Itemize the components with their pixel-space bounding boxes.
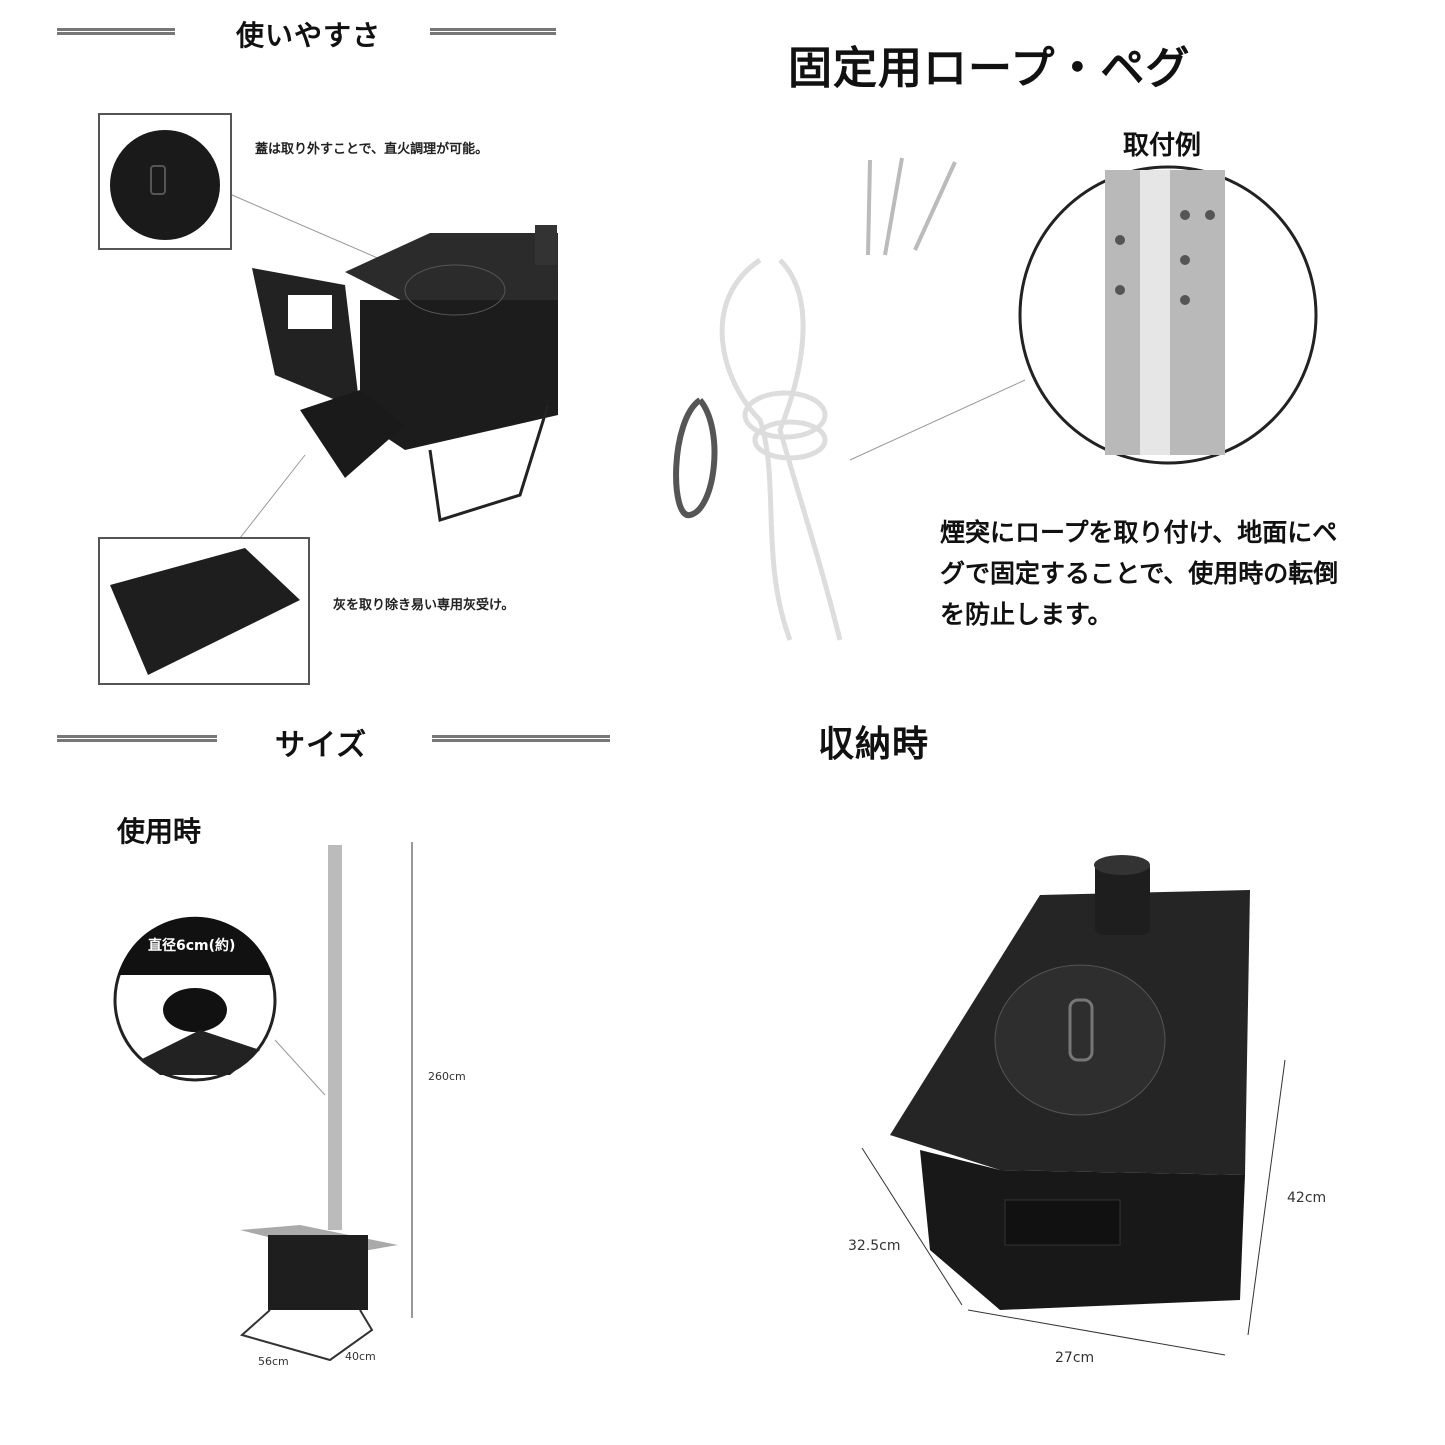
size-heading: サイズ bbox=[275, 728, 368, 763]
storage-heading: 収納時 bbox=[818, 724, 930, 765]
rope-peg-heading: 固定用ロープ・ペグ bbox=[788, 43, 1191, 94]
ash-caption: 灰を取り除き易い専用灰受け。 bbox=[333, 598, 515, 613]
storage-width: 27cm bbox=[1055, 1350, 1095, 1366]
storage-depth: 32.5cm bbox=[848, 1238, 901, 1254]
size-rule-left bbox=[57, 735, 217, 742]
in-use-label: 使用時 bbox=[117, 815, 202, 848]
rope-description: 煙突にロープを取り付け、地面にペグで固定することで、使用時の転倒を防止します。 bbox=[940, 518, 1339, 629]
lid-caption: 蓋は取り外すことで、直火調理が可能。 bbox=[255, 142, 489, 157]
depth-dimension: 40cm bbox=[345, 1350, 376, 1363]
heading-rule-right bbox=[430, 28, 556, 35]
lid-inset bbox=[98, 113, 232, 250]
example-label: 取付例 bbox=[1123, 131, 1202, 161]
diameter-label: 直径6cm(約) bbox=[148, 938, 236, 954]
storage-height: 42cm bbox=[1287, 1190, 1327, 1206]
heading-rule-left bbox=[57, 28, 175, 35]
ease-heading: 使いやすさ bbox=[236, 19, 382, 52]
size-rule-right bbox=[432, 735, 610, 742]
ash-tray-inset bbox=[98, 537, 310, 685]
width-dimension: 56cm bbox=[258, 1355, 289, 1368]
height-dimension: 260cm bbox=[428, 1070, 466, 1083]
